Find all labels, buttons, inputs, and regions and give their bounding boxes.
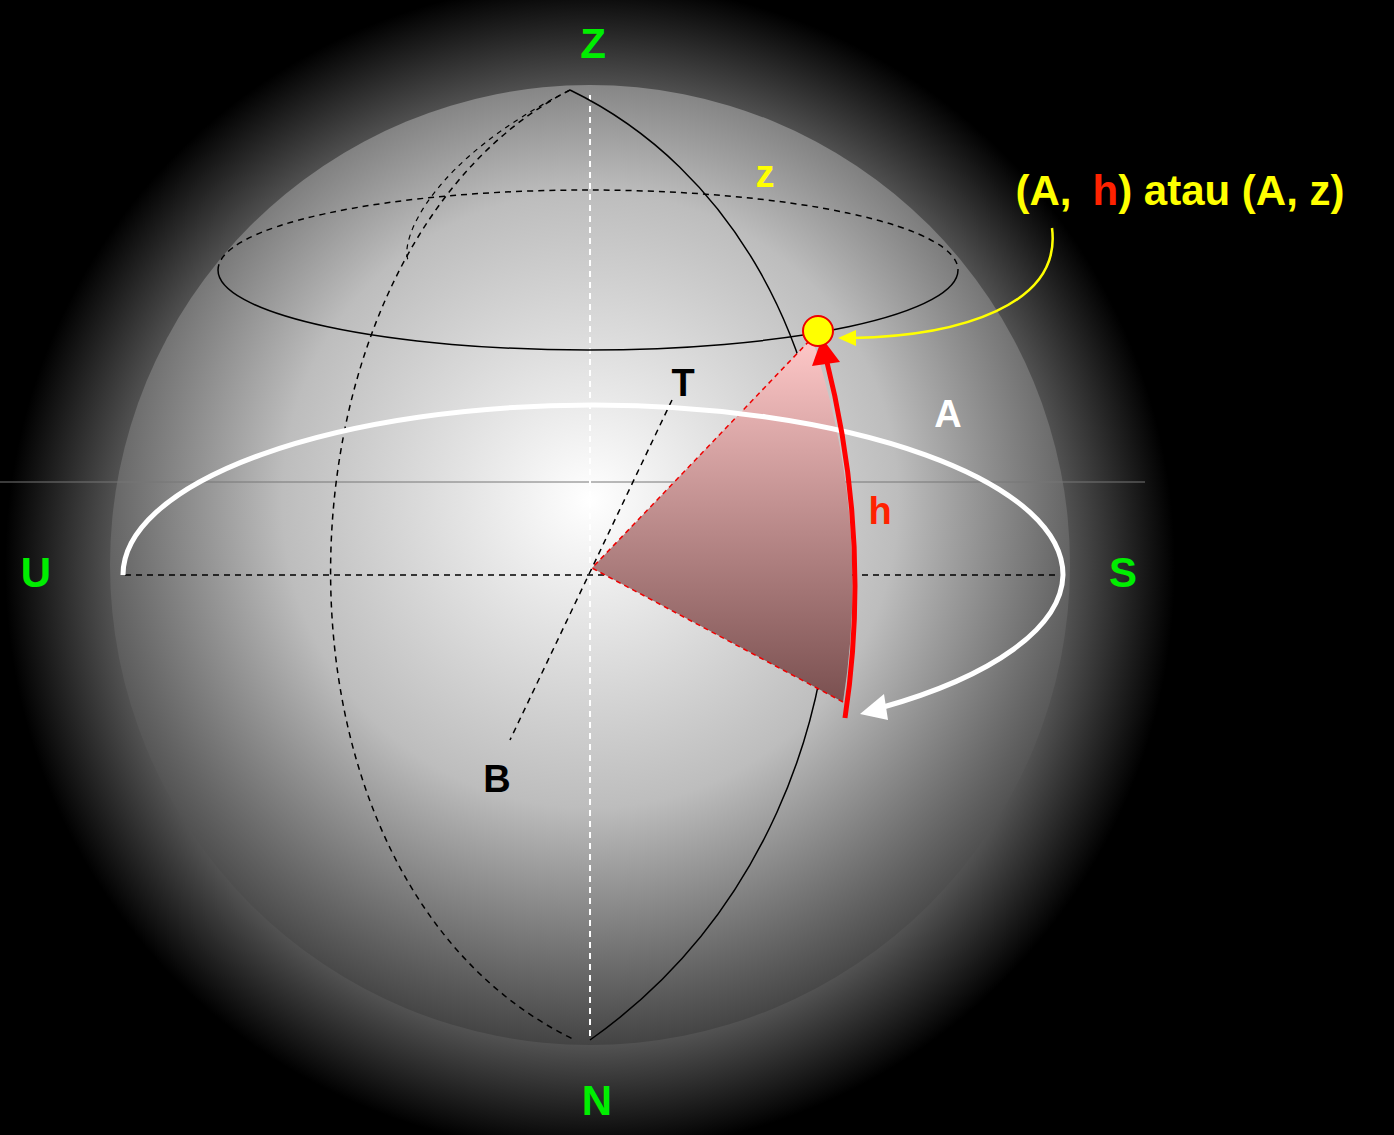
outer-halo xyxy=(5,0,1175,1135)
zenith-nadir-axis xyxy=(589,95,591,1040)
altitude-circle-back xyxy=(218,190,958,270)
south-label: S xyxy=(1109,552,1137,594)
back-meridian-inner xyxy=(407,90,570,260)
north-south-line xyxy=(125,574,1060,576)
altitude-label: h xyxy=(868,492,891,530)
coordinate-label: ) atau (A, z) xyxy=(1118,170,1344,212)
leader-arrowhead xyxy=(838,330,856,346)
azimuth-arrowhead xyxy=(860,694,888,720)
sphere xyxy=(110,85,1070,1045)
back-meridian xyxy=(331,90,575,1040)
label-group: (A, h) atau (A, z) xyxy=(1016,170,1345,212)
altitude-sector xyxy=(592,338,852,702)
azimuth-arc xyxy=(123,405,1063,708)
leader-line xyxy=(852,228,1053,338)
azimuth-label: A xyxy=(934,395,961,433)
nadir-label: N xyxy=(582,1080,612,1122)
star-position xyxy=(803,316,833,346)
zenith-label: Z xyxy=(580,23,606,65)
north-label: U xyxy=(21,552,51,594)
coordinate-label: (A, xyxy=(1016,170,1072,212)
sector-edges xyxy=(592,338,843,702)
altitude-circle-front xyxy=(218,270,958,350)
altitude-arc xyxy=(826,358,855,718)
west-label: B xyxy=(483,760,510,798)
coordinate-label: h xyxy=(1093,170,1119,212)
thin-line xyxy=(0,482,1145,483)
east-label: T xyxy=(671,364,694,402)
zenith-distance-label: z xyxy=(756,155,775,193)
